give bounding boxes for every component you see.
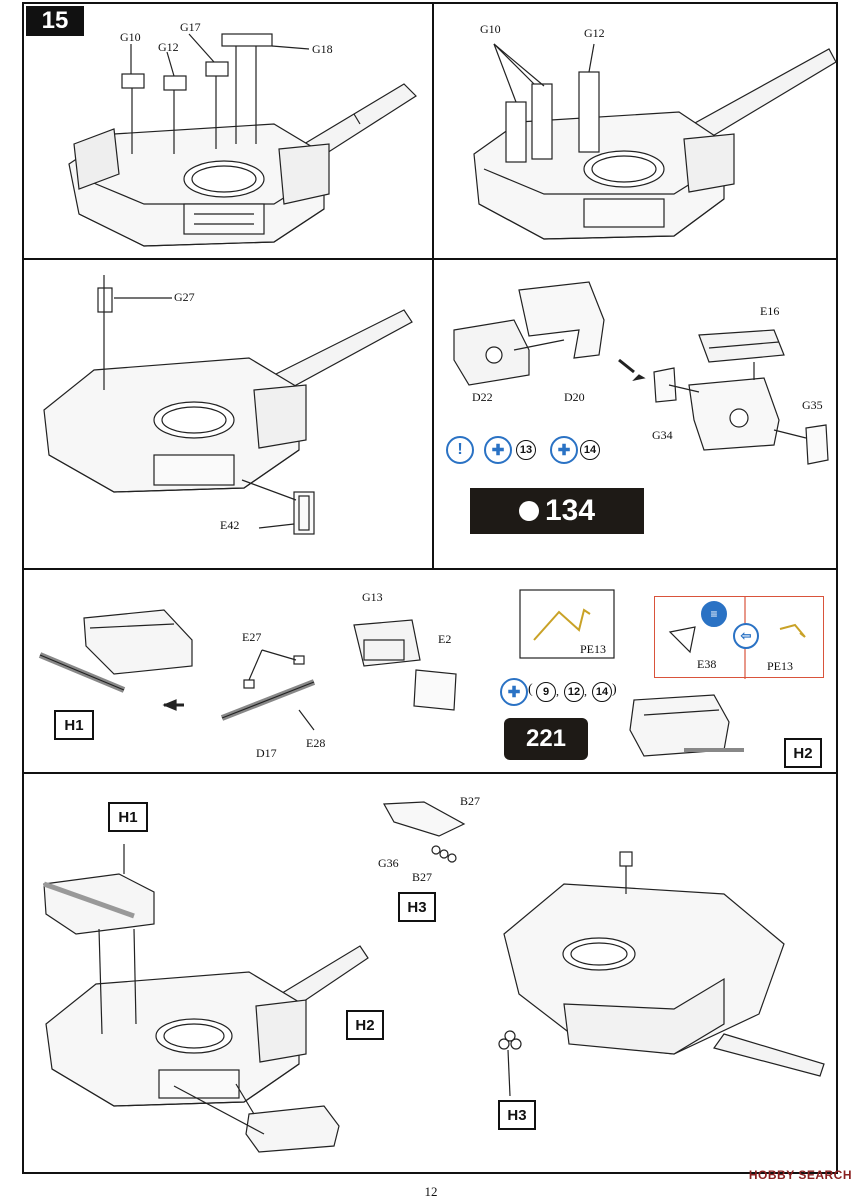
tag-h2: H2 [784,738,822,768]
tag-h3: H3 [398,892,436,922]
label-g36: G36 [378,856,399,870]
tag-h2: H2 [346,1010,384,1040]
label-d22: D22 [472,390,493,404]
decal-ref-13: 13 [516,440,536,460]
label-g35: G35 [802,398,823,412]
label-g12: G12 [584,26,605,40]
decal-plate-134: 134 [470,488,644,534]
label-d20: D20 [564,390,585,404]
label-e27: E27 [242,630,262,644]
step-number: 15 [26,6,84,36]
label-b27: B27 [412,870,433,884]
label-g10: G10 [120,30,141,44]
tag-h1: H1 [54,710,94,740]
decal-ref-14: 14 [592,682,612,702]
watermark: HOBBY SEARCH [748,1168,852,1182]
panel-step-15-d: D22 D20 E16 G34 G35 ! ✚ 13 ✚ 14 134 [432,258,838,570]
panel-step-15-a: 15 [22,2,434,260]
decal-number: 134 [544,494,596,527]
decal-paren-open: ( [528,682,533,697]
decal-ref-9: 9 [536,682,556,702]
subassembly-drawing [38,589,744,757]
notice-icon: ! [446,436,474,464]
label-e16: E16 [760,304,780,318]
label-e28: E28 [306,736,326,750]
cross-decal-icon: ✚ [500,678,528,706]
bend-icon: ≡ [701,601,727,627]
label-pe13: PE13 [580,642,607,656]
label-g10: G10 [480,22,501,36]
decal-triangle-icon [518,501,539,521]
label-e42: E42 [220,518,240,532]
label-g13: G13 [362,590,383,604]
subassembly-drawing [453,281,829,465]
turret-drawing [68,33,417,247]
label-g27: G27 [174,290,195,304]
decal-sep-1: , [556,684,559,698]
page-number: 12 [424,1184,438,1199]
label-e38: E38 [697,657,717,671]
label-g34: G34 [652,428,673,442]
arrow-icon: ⇦ [733,623,759,649]
decal-paren-close: ) [612,682,617,697]
label-pe13: PE13 [767,659,794,673]
label-d17: D17 [256,746,277,760]
panel-step-15-c: G27 E42 [22,258,434,570]
turret-drawing [43,801,825,1153]
label-e2: E2 [438,632,452,646]
panel-pe-detail: ≡ ⇦ E38 PE13 [654,596,824,679]
label-b27: B27 [460,794,481,808]
decal-ref-14: 14 [580,440,600,460]
turret-drawing [43,275,413,535]
decal-sep-2: , [584,684,587,698]
tag-h3-placed: H3 [498,1100,536,1130]
decal-plate-221: 221 [504,718,588,760]
cross-decal-icon: ✚ [484,436,512,464]
label-g17: G17 [180,20,201,34]
decal-ref-12: 12 [564,682,584,702]
panel-step-15-b: G10 G12 [432,2,838,260]
tag-h1: H1 [108,802,148,832]
turret-drawing [473,43,837,240]
cross-decal-icon: ✚ [550,436,578,464]
panel-step-15-f: H1 H2 H3 H3 B27 G36 B27 [22,772,838,1174]
label-g12: G12 [158,40,179,54]
label-g18: G18 [312,42,333,56]
